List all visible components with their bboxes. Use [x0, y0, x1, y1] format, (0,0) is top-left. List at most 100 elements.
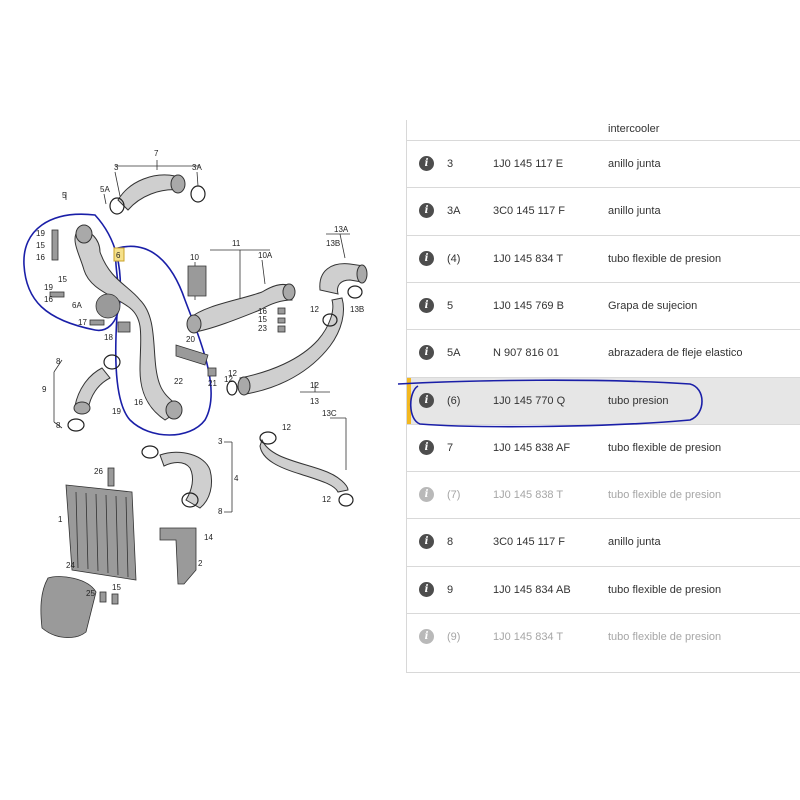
part-description: anillo junta [608, 536, 661, 549]
part-position: (4) [447, 252, 461, 265]
air-duct-24 [40, 576, 97, 638]
part-position: 8 [447, 536, 454, 549]
diagram-label: 10A [258, 251, 273, 260]
part-description: Grapa de sujecion [608, 299, 698, 312]
part-number: 1J0 145 770 Q [493, 394, 566, 407]
bolt-15b [111, 593, 119, 605]
diagram-label: 12 [310, 381, 319, 390]
highlight-tag-6 [113, 247, 125, 262]
part-number: 1J0 145 117 E [493, 158, 564, 170]
hose-13 [239, 297, 344, 395]
hose-9 [74, 367, 111, 411]
leader-lines [65, 160, 200, 205]
diagram-label: 13B [326, 239, 340, 248]
hose-7-end [170, 174, 186, 194]
part-position: 3 [447, 158, 454, 170]
info-icon[interactable]: i [419, 250, 434, 266]
diagram-label: 24 [66, 561, 75, 570]
diagram-label: 1 [58, 515, 63, 524]
info-icon[interactable]: i [419, 581, 434, 597]
info-icon[interactable]: i [419, 345, 434, 361]
leader-lines-9 [53, 359, 63, 429]
diagram-label: 16 [134, 398, 143, 407]
hose-13c [259, 438, 349, 493]
bracket-20 [175, 344, 209, 366]
diagram-label: 3A [192, 163, 202, 172]
bracket-2 [159, 527, 197, 585]
part-description: tubo flexible de presion [608, 252, 722, 265]
info-icon[interactable]: i [419, 392, 434, 408]
diagram-label: 13A [334, 225, 349, 234]
selected-indicator [407, 377, 411, 424]
diagram-label: 5 [62, 191, 67, 200]
hose-13-end [237, 376, 251, 396]
diagram-label: 3 [218, 437, 223, 446]
part-description: abrazadera de fleje elastico [608, 347, 743, 360]
part-number: N 907 816 01 [493, 347, 560, 360]
diagram-label: 8 [56, 421, 61, 430]
diagram-label: 15 [58, 275, 67, 284]
bolt-19 [49, 291, 65, 298]
diagram-label: 19 [44, 283, 53, 292]
info-icon[interactable]: i [419, 203, 434, 219]
info-icon[interactable]: i [419, 534, 434, 550]
diagram-label: 5A [100, 185, 110, 194]
pipe-6-upper-end [75, 224, 93, 244]
part-description: tubo flexible de presion [608, 441, 722, 454]
parts-row[interactable]: i 3 1J0 145 117 E anillo junta [407, 140, 800, 187]
diagram-label: 15 [36, 241, 45, 250]
elbow-13a-end [356, 264, 368, 284]
leader-lines-11 [194, 249, 270, 300]
diagram-label: 23 [258, 324, 267, 333]
info-icon[interactable]: i [419, 297, 434, 313]
part-position: 3A [447, 205, 461, 218]
seal-ring-8a [103, 354, 121, 370]
part-position: 5A [447, 347, 461, 360]
seal-ring-12c [259, 431, 277, 445]
diagram-label: 20 [186, 335, 195, 344]
parts-row[interactable]: i 5A N 907 816 01 abrazadera de fleje elast… [407, 329, 800, 376]
nut-16 [277, 307, 286, 315]
part-description: anillo junta [608, 158, 661, 170]
part-position: (6) [447, 394, 461, 407]
diagram-label: 13C [322, 409, 337, 418]
diagram-label: 13 [310, 397, 319, 406]
diagram-label: 25 [86, 589, 95, 598]
part-description: tubo flexible de presion [608, 489, 722, 502]
info-icon[interactable]: i [419, 629, 434, 644]
diagram-label: 7 [154, 149, 159, 158]
seal-ring-3 [109, 197, 125, 215]
hose-4 [159, 451, 213, 509]
part-number: 1J0 145 834 T [493, 631, 564, 643]
clip-18 [117, 321, 131, 333]
diagram-label: 8 [56, 357, 61, 366]
diagram-label: 14 [204, 533, 213, 542]
info-icon[interactable]: i [419, 487, 434, 503]
part-number: 1J0 145 838 AF [493, 441, 571, 454]
diagram-label: 4 [234, 474, 239, 483]
diagram-label: 16 [44, 295, 53, 304]
diagram-label: 16 [36, 253, 45, 262]
bolt-15 [277, 317, 286, 324]
diagram-label: 16 [258, 307, 267, 316]
part-number: 1J0 145 834 T [493, 252, 564, 265]
seal-ring-12a [322, 313, 338, 327]
bolt-25 [99, 591, 107, 603]
parts-row[interactable]: i (4) 1J0 145 834 T tubo flexible de presio… [407, 234, 800, 282]
part-position: 5 [447, 299, 454, 312]
info-icon[interactable]: i [419, 439, 434, 455]
info-icon[interactable]: i [419, 156, 434, 171]
nut-23 [277, 325, 286, 333]
diagram-label: 6A [72, 301, 82, 310]
bolt-17 [89, 319, 105, 326]
leader-lines-4 [224, 441, 233, 513]
